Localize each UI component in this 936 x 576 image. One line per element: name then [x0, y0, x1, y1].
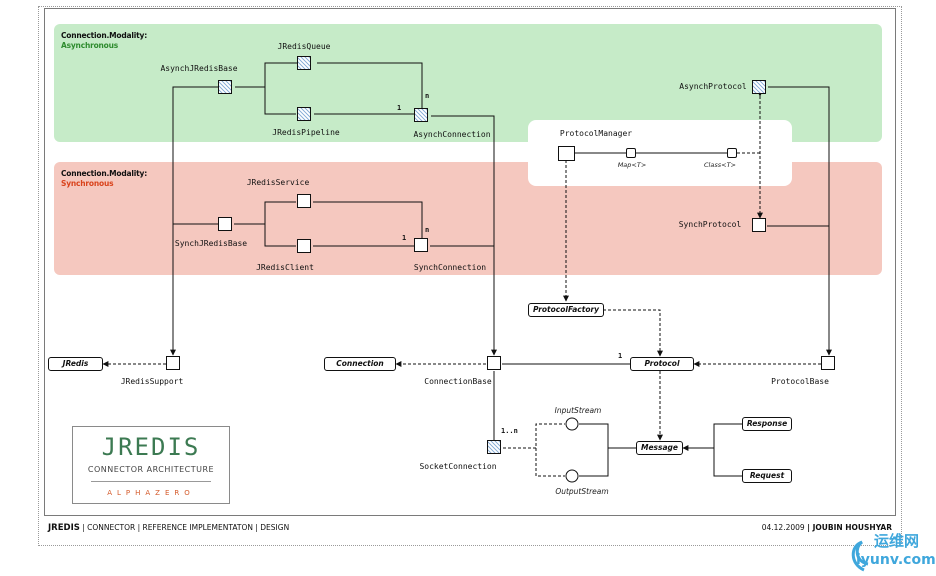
- wire-queue-asyncconn: [317, 62, 423, 108]
- outer-dotted-border: [38, 6, 902, 546]
- footer-description: | CONNECTOR | REFERENCE IMPLEMENTATON | …: [79, 523, 290, 532]
- request-node[interactable]: Request: [742, 469, 792, 483]
- jredis-client-label: JRedisClient: [256, 263, 314, 272]
- footer-project: JREDIS: [48, 523, 80, 533]
- protocol-factory-node[interactable]: ProtocolFactory: [528, 303, 604, 317]
- asynch-jredis-base-box[interactable]: [218, 80, 232, 94]
- sync-multiplicity-n: n: [425, 226, 430, 234]
- map-t-node[interactable]: [626, 148, 636, 158]
- wire-asyncbase-support: [170, 86, 218, 356]
- synch-jredis-base-box[interactable]: [218, 217, 232, 231]
- async-multiplicity-one: 1: [397, 104, 402, 112]
- synch-connection-box[interactable]: [414, 238, 428, 252]
- jredis-service-box[interactable]: [297, 194, 311, 208]
- logo-subtitle: CONNECTOR ARCHITECTURE: [87, 465, 215, 474]
- watermark: 运维网 iyunv.com: [844, 530, 936, 574]
- wire-asyncbase-queue: [235, 62, 297, 88]
- output-stream-interface: [565, 469, 579, 483]
- sync-zone-title: Connection.Modality:: [61, 169, 148, 178]
- jredis-queue-box[interactable]: [297, 56, 311, 70]
- asynch-connection-label: AsynchConnection: [413, 130, 491, 139]
- message-node[interactable]: Message: [636, 441, 683, 455]
- protocol-manager-box[interactable]: [558, 146, 575, 161]
- footer-date: 04.12.2009: [761, 523, 805, 532]
- sync-multiplicity-one: 1: [402, 234, 407, 242]
- protocol-base-box[interactable]: [821, 356, 835, 370]
- wire-asyncconn-connbase: [431, 115, 497, 356]
- jredis-pipeline-box[interactable]: [297, 107, 311, 121]
- response-node[interactable]: Response: [742, 417, 792, 431]
- jredis-pipeline-label: JRedisPipeline: [272, 128, 340, 137]
- jredis-service-label: JRedisService: [246, 178, 310, 187]
- footer-author: | JOUBIN HOUSHYAR: [804, 523, 892, 532]
- protocol-base-label: ProtocolBase: [771, 377, 829, 386]
- protocol-multiplicity-one: 1: [618, 352, 623, 360]
- watermark-bottom: iyunv.com: [856, 552, 936, 568]
- logo-brand: ALPHAZERO: [107, 489, 195, 497]
- jredis-support-label: JRedisSupport: [120, 377, 184, 386]
- wire-service-syncconn: [313, 201, 423, 238]
- input-stream-interface: [565, 417, 579, 431]
- async-zone-subtitle: Asynchronous: [61, 41, 119, 50]
- async-zone-title: Connection.Modality:: [61, 31, 148, 40]
- asynch-connection-box[interactable]: [414, 108, 428, 122]
- watermark-swirl-icon: [851, 540, 869, 572]
- input-stream-label: InputStream: [554, 406, 602, 415]
- asynch-jredis-base-label: AsynchJRedisBase: [160, 64, 238, 73]
- connection-base-label: ConnectionBase: [424, 377, 492, 386]
- synch-connection-label: SynchConnection: [413, 263, 487, 272]
- synch-protocol-box[interactable]: [752, 218, 766, 232]
- socket-connection-box[interactable]: [487, 440, 501, 454]
- jredis-client-box[interactable]: [297, 239, 311, 253]
- jredis-logo: JREDIS CONNECTOR ARCHITECTURE ALPHAZERO: [72, 426, 230, 504]
- logo-wordmark: JREDIS: [101, 433, 201, 461]
- wire-response-request: [713, 423, 742, 477]
- wire-message-output: [579, 447, 636, 477]
- wire-syncbase-client: [234, 223, 296, 247]
- dash-socket-input: [503, 423, 565, 449]
- map-t-label: Map<T>: [617, 161, 647, 169]
- socket-connection-label: SocketConnection: [419, 462, 497, 471]
- class-t-label: Class<T>: [704, 161, 736, 169]
- synch-protocol-label: SynchProtocol: [678, 220, 742, 229]
- jredis-queue-label: JRedisQueue: [277, 42, 331, 51]
- protocol-manager-label: ProtocolManager: [559, 129, 633, 138]
- footer-meta: 04.12.2009 | JOUBIN HOUSHYAR: [762, 523, 892, 532]
- watermark-top: 运维网: [874, 532, 920, 550]
- socket-multiplicity: 1..n: [501, 427, 518, 435]
- protocol-interface-node[interactable]: Protocol: [630, 357, 694, 371]
- jredis-support-box[interactable]: [166, 356, 180, 370]
- dash-factory-protocol: [603, 309, 663, 357]
- async-multiplicity-n: n: [425, 92, 430, 100]
- wire-message-input: [579, 423, 636, 449]
- asynch-protocol-label: AsynchProtocol: [679, 82, 747, 91]
- synch-jredis-base-label: SynchJRedisBase: [174, 239, 248, 248]
- class-t-node[interactable]: [727, 148, 737, 158]
- wire-asyncproto-protobase: [768, 86, 832, 356]
- dash-socket-output: [535, 448, 565, 477]
- sync-zone-subtitle: Synchronous: [61, 179, 114, 188]
- jredis-interface-node[interactable]: JRedis: [48, 357, 103, 371]
- output-stream-label: OutputStream: [555, 487, 609, 496]
- logo-divider: [91, 481, 211, 482]
- connection-interface-node[interactable]: Connection: [324, 357, 396, 371]
- connection-base-box[interactable]: [487, 356, 501, 370]
- footer-title: JREDIS | CONNECTOR | REFERENCE IMPLEMENT…: [48, 523, 289, 533]
- wire-syncbase-service: [234, 201, 296, 225]
- diagram-frame: [44, 8, 896, 516]
- asynch-protocol-box[interactable]: [752, 80, 766, 94]
- wire-asyncbase-pipeline: [235, 86, 296, 115]
